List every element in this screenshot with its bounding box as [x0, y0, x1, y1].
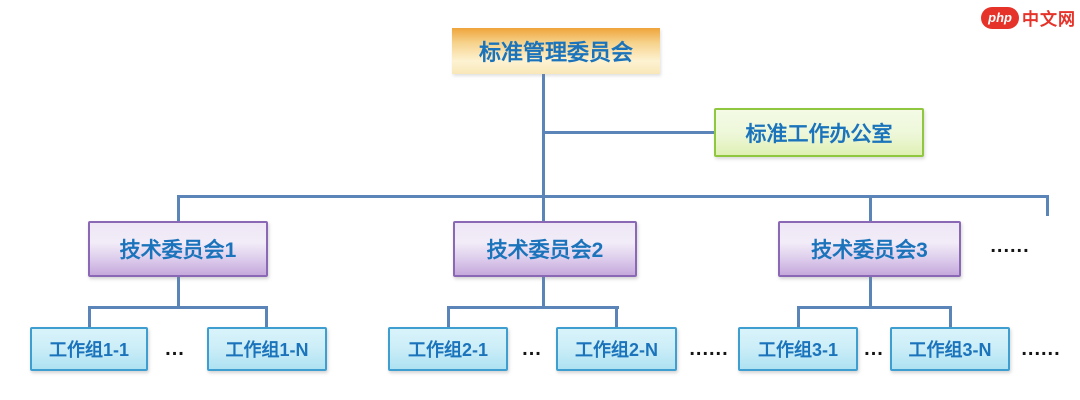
committees-ellipsis: ......: [990, 234, 1030, 257]
node-standards-work-office: 标准工作办公室: [714, 108, 924, 157]
php-logo-badge-icon: php: [981, 6, 1019, 29]
php-logo: php 中文网: [981, 5, 1076, 30]
node-workgroup-2-1: 工作组2-1: [388, 327, 508, 371]
connector-group-1-bus: [88, 306, 268, 309]
connector-group-3-stub-last: [949, 306, 952, 329]
node-workgroup-3-N: 工作组3-N: [890, 327, 1010, 371]
node-workgroup-2-N: 工作组2-N: [556, 327, 677, 371]
connector-group-3-bus: [797, 306, 952, 309]
connector-distribution: [177, 195, 1049, 198]
connector-group-3-stub-first: [797, 306, 800, 329]
node-standards-management-committee: 标准管理委员会: [452, 28, 660, 74]
node-workgroup-1-N: 工作组1-N: [207, 327, 327, 371]
connector-committee-1-down: [177, 277, 180, 308]
node-workgroup-1-1: 工作组1-1: [30, 327, 148, 371]
connector-stub-more: [1046, 195, 1049, 216]
connector-office-branch: [542, 131, 716, 134]
node-workgroup-3-1: 工作组3-1: [738, 327, 858, 371]
connector-stub-committee-1: [177, 195, 180, 223]
node-technical-committee-1: 技术委员会1: [88, 221, 268, 277]
connector-group-1-stub-last: [265, 306, 268, 329]
node-technical-committee-2: 技术委员会2: [453, 221, 637, 277]
connector-root-trunk: [542, 74, 545, 222]
workgroup-1-ellipsis: ...: [165, 337, 185, 360]
workgroup-3-more-ellipsis: ......: [1021, 337, 1061, 360]
workgroup-3-ellipsis: ...: [864, 337, 884, 360]
connector-stub-committee-3: [869, 195, 872, 223]
connector-group-1-stub-first: [88, 306, 91, 329]
workgroup-2-ellipsis: ...: [522, 337, 542, 360]
connector-group-2-stub-first: [447, 306, 450, 329]
connector-group-2-stub-last: [615, 306, 618, 329]
connector-committee-2-down: [542, 277, 545, 308]
workgroup-2-more-ellipsis: ......: [689, 337, 729, 360]
connector-group-2-bus: [447, 306, 619, 309]
node-technical-committee-3: 技术委员会3: [778, 221, 961, 277]
php-logo-text: 中文网: [1022, 10, 1076, 29]
connector-committee-3-down: [869, 277, 872, 308]
